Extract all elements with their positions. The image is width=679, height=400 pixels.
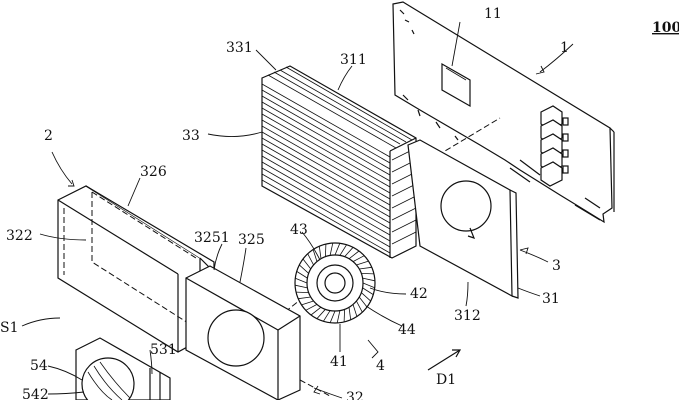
fan-blade xyxy=(358,296,368,308)
reference-labels: 100 11 1 331 311 33 2 326 322 3251 325 4… xyxy=(0,6,679,400)
fan-blade xyxy=(348,250,360,260)
fan-blade xyxy=(352,255,365,262)
label-312: 312 xyxy=(454,308,481,324)
fan-blade xyxy=(362,282,375,289)
label-31: 31 xyxy=(542,291,560,307)
base-plate xyxy=(407,139,519,299)
leader-lines xyxy=(21,21,574,399)
label-s1: S1 xyxy=(0,320,19,336)
label-542: 542 xyxy=(22,387,49,400)
fan-blade xyxy=(305,304,318,311)
fan-blade xyxy=(295,284,308,289)
label-32: 32 xyxy=(346,390,364,400)
fan-blade xyxy=(362,277,375,282)
fan-blade xyxy=(344,247,354,257)
fan-blade xyxy=(312,249,318,262)
label-322: 322 xyxy=(6,228,33,244)
label-33: 33 xyxy=(182,128,200,144)
fan-blade xyxy=(348,307,352,320)
fan-blade xyxy=(352,304,358,317)
label-1: 1 xyxy=(560,40,569,56)
direction-arrow-d1 xyxy=(427,349,462,371)
fan xyxy=(294,242,376,324)
connector-stack xyxy=(509,105,569,187)
label-531: 531 xyxy=(150,342,177,358)
fan-shroud xyxy=(57,185,331,400)
fan-blade xyxy=(316,309,326,319)
label-43: 43 xyxy=(290,222,308,238)
fan-blade xyxy=(343,309,345,323)
label-41: 41 xyxy=(330,354,348,370)
fan-blade xyxy=(329,310,336,323)
fan-blade xyxy=(339,244,347,256)
label-325: 325 xyxy=(238,232,265,248)
fan-blade xyxy=(323,310,331,322)
label-11: 11 xyxy=(484,6,502,22)
base-plate-opening xyxy=(440,180,492,232)
label-3: 3 xyxy=(552,258,561,274)
label-311: 311 xyxy=(340,52,367,68)
label-42: 42 xyxy=(410,286,428,302)
label-54: 54 xyxy=(30,358,48,374)
fan-blade xyxy=(334,243,341,256)
fan-blade xyxy=(362,287,374,295)
fan-blade xyxy=(318,246,322,259)
label-331: 331 xyxy=(226,40,253,56)
label-44: 44 xyxy=(398,322,416,338)
label-3251: 3251 xyxy=(194,230,230,246)
label-d1: D1 xyxy=(436,372,456,388)
label-2: 2 xyxy=(44,128,53,144)
fan-blade xyxy=(307,253,314,266)
fan-blade xyxy=(325,243,327,257)
fan-blade xyxy=(310,306,322,316)
label-100: 100 xyxy=(652,20,679,36)
fan-blade xyxy=(361,292,371,302)
fan-blade xyxy=(329,243,334,256)
label-326: 326 xyxy=(140,164,167,180)
circuit-board xyxy=(392,1,615,224)
label-4: 4 xyxy=(376,358,385,374)
fan-blade xyxy=(296,271,308,279)
fan-blade xyxy=(361,273,375,275)
fan-blade xyxy=(359,266,372,270)
fan-blade xyxy=(336,310,341,323)
fan-blade xyxy=(295,277,308,284)
fan-blade xyxy=(299,264,309,274)
lower-fan xyxy=(75,337,171,400)
fan-blade xyxy=(298,296,311,300)
fan-blade xyxy=(302,258,312,270)
fan-blade xyxy=(356,260,369,266)
fan-blade xyxy=(356,300,363,313)
fan-blade xyxy=(301,300,314,306)
heat-sink-fins xyxy=(261,65,417,259)
fan-blade xyxy=(295,291,309,293)
duct-opening xyxy=(207,309,265,367)
chip xyxy=(441,62,471,108)
